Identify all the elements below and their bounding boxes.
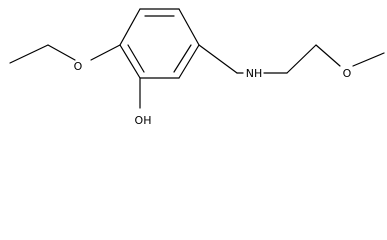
ring-double-bond-left [127,44,145,73]
ring-bond-bottom-left [119,44,141,79]
bond-ring-to-benzylic-ch2 [198,44,238,74]
structure-diagram: O NH O OH [9,8,385,127]
bond-ether-oxygen-to-ch2 [47,44,76,61]
terminal-oxygen-label: O [343,67,352,80]
bond-terminal-oxygen-to-methyl [352,52,385,67]
ring-bond-top-left [119,8,141,46]
ring-bond-top-right [178,8,200,46]
bond-ch2-to-ch3 [9,44,49,64]
amine-nitrogen-label: NH [246,67,263,80]
ether-oxygen-label: O [74,60,83,73]
bond-ch2-to-terminal-oxygen [315,44,341,67]
ring-bond-bottom-right [178,44,200,79]
ring-double-bond-right [173,44,192,73]
bond-ring-to-ether-oxygen [90,44,121,61]
bonds [9,8,385,109]
hydroxyl-label: OH [135,114,152,127]
bond-ch2-to-ch2 [286,44,317,74]
